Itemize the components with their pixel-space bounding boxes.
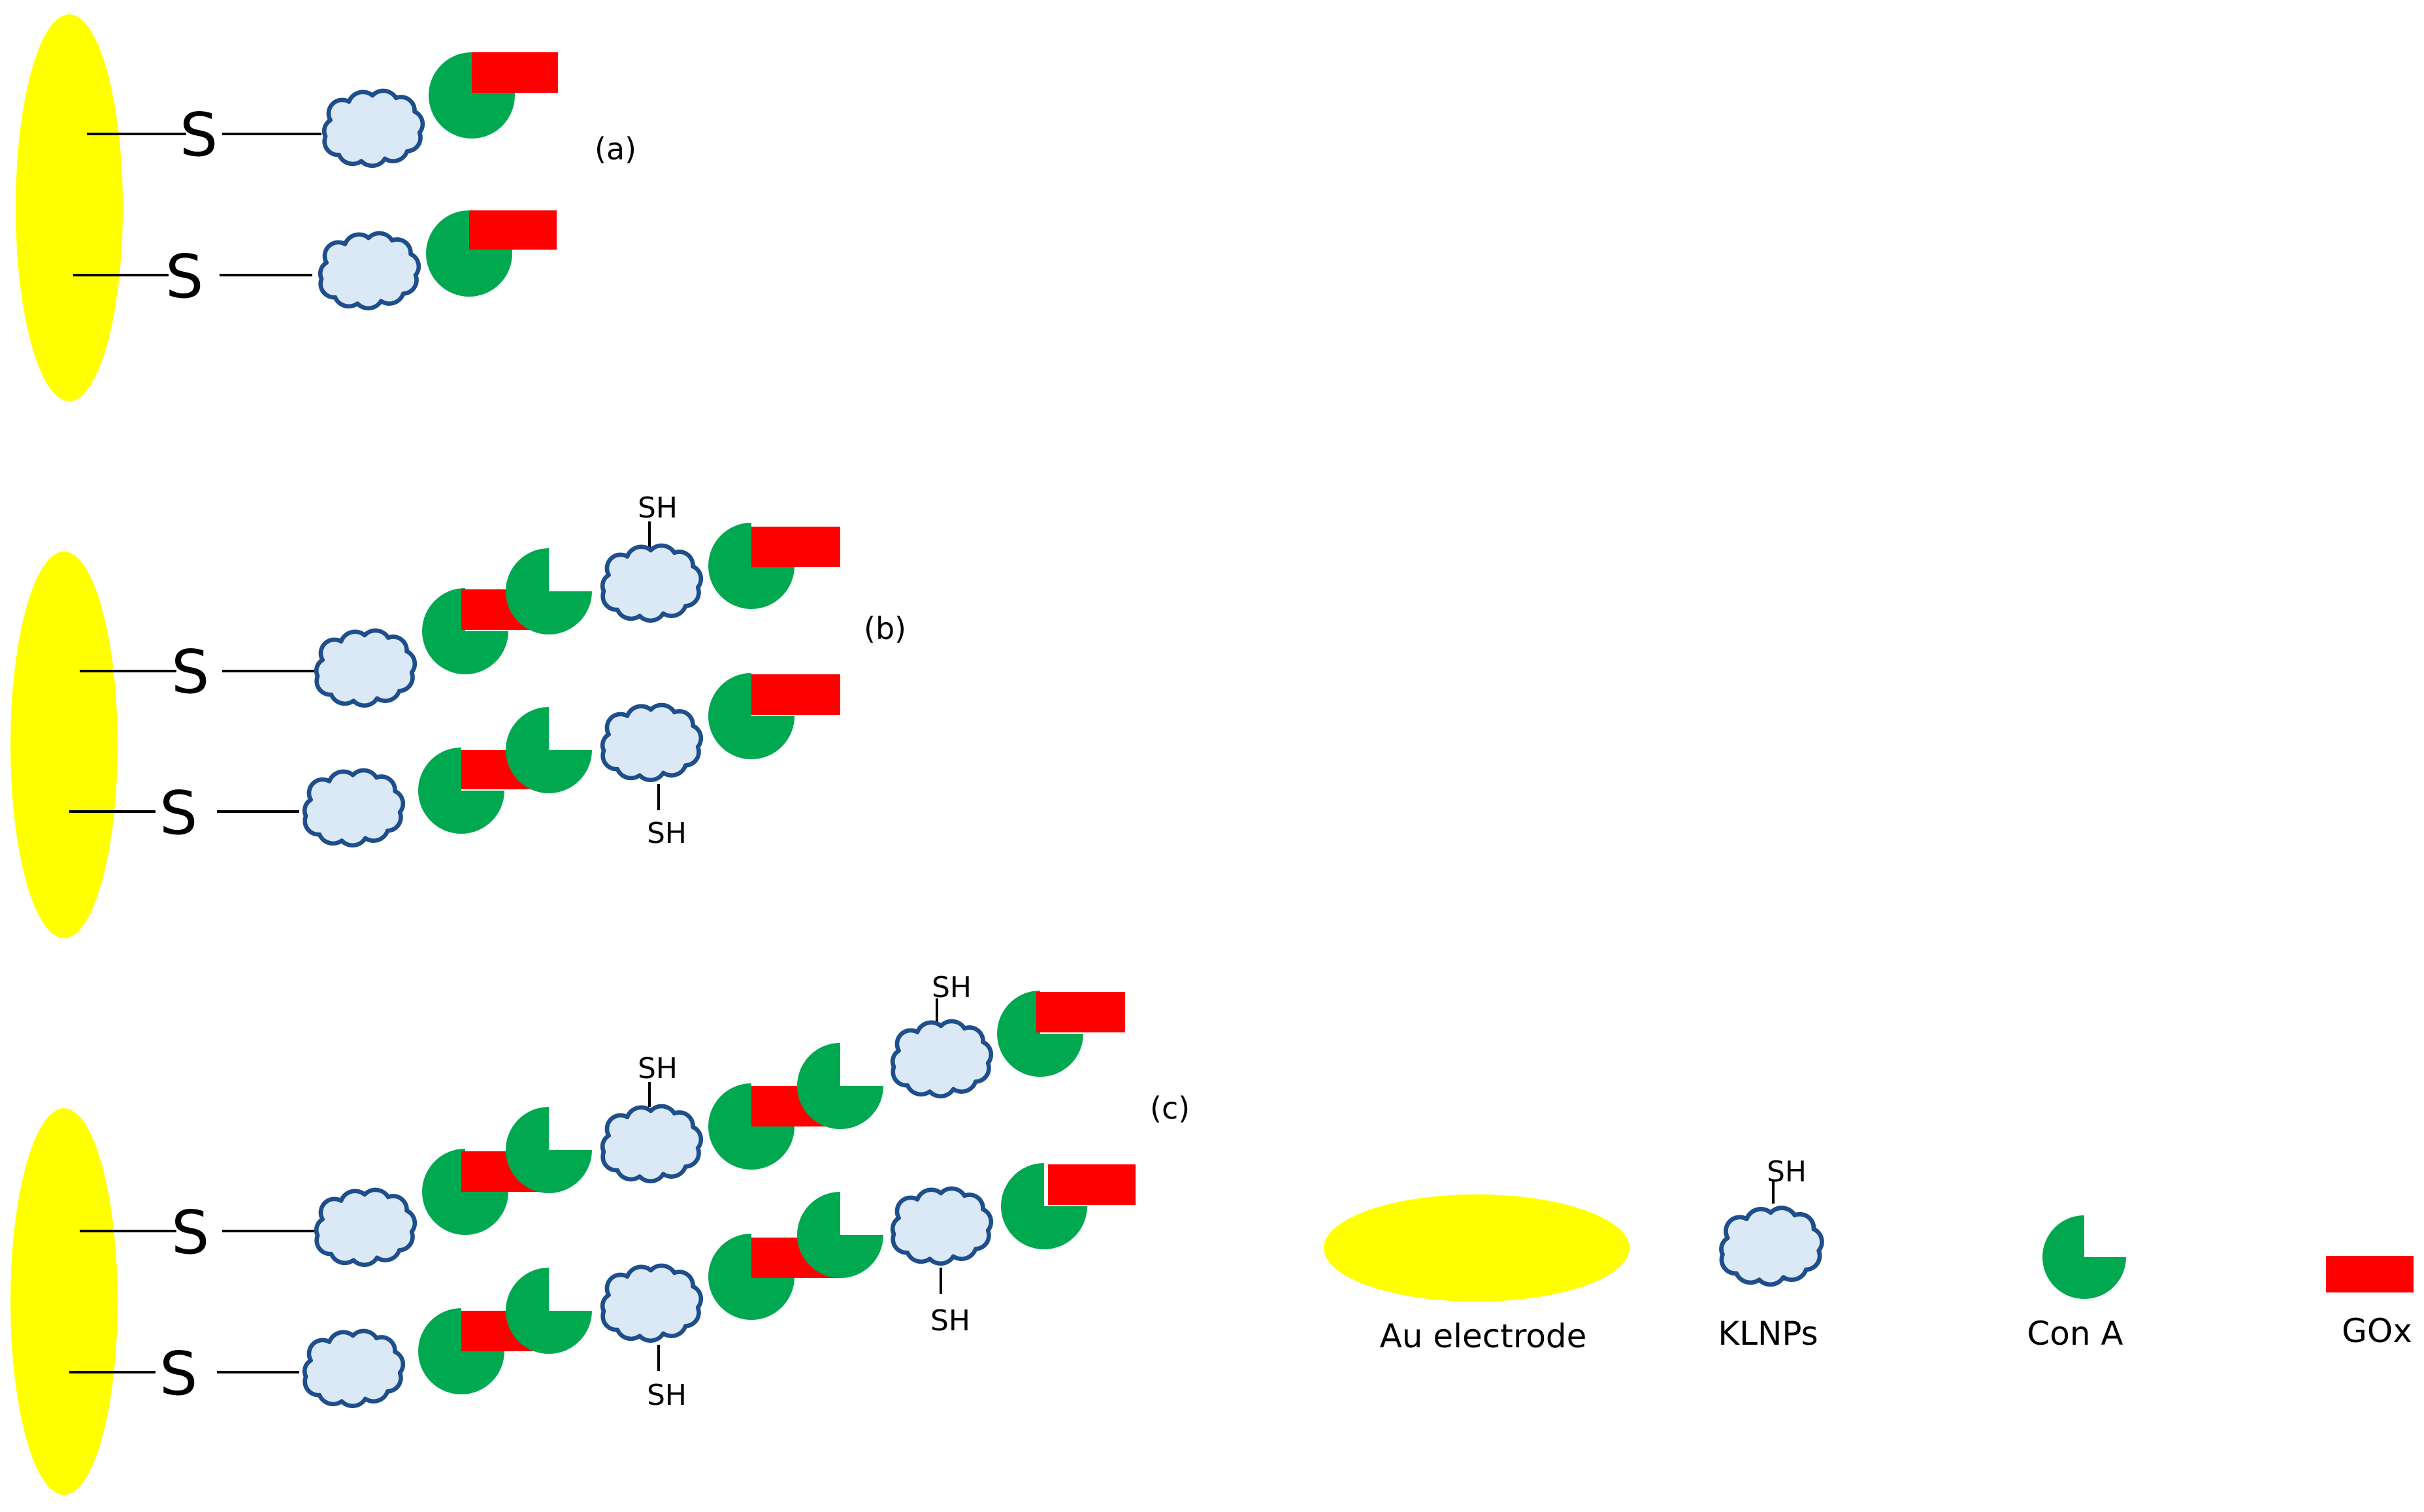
klnp-particle — [320, 233, 419, 308]
strand: S SH — [69, 673, 840, 850]
thiol-label: SH — [930, 1304, 970, 1338]
legend-item-gox: GOx — [2326, 1256, 2414, 1350]
legend-klnp-thiol: SH — [1767, 1155, 1807, 1189]
legend-au-swatch — [1324, 1194, 1630, 1302]
legend-klnp-label: KLNPs — [1718, 1315, 1818, 1353]
con-a — [797, 1043, 883, 1129]
klnp-particle — [893, 1021, 991, 1096]
legend-item-cona: Con A — [2027, 1215, 2126, 1353]
gox-block — [472, 52, 558, 93]
con-a — [422, 588, 508, 674]
thiol-label: SH — [638, 491, 678, 525]
klnp-particle — [304, 770, 403, 846]
legend: Au electrode SH KLNPs Con A GOx — [1324, 1155, 2414, 1355]
thiol-label: SH — [638, 1052, 678, 1085]
au-electrode — [16, 14, 123, 401]
strand: S SH SH — [69, 1163, 1136, 1412]
legend-klnp-swatch — [1722, 1208, 1822, 1285]
thiol-label: SH — [932, 971, 972, 1004]
con-a — [506, 548, 592, 634]
au-electrode — [10, 1108, 118, 1495]
thiol-label: SH — [647, 817, 687, 850]
con-a — [506, 707, 592, 793]
legend-cona-swatch — [2042, 1215, 2126, 1299]
con-a — [506, 1268, 592, 1354]
klnp-particle — [602, 546, 701, 621]
gox-block — [1036, 992, 1125, 1032]
con-a — [418, 748, 504, 834]
sulfur-label: S — [159, 778, 197, 848]
sulfur-label: S — [180, 100, 218, 170]
klnp-particle — [893, 1189, 991, 1264]
sulfur-label: S — [159, 1339, 197, 1409]
legend-gox-swatch — [2326, 1256, 2414, 1292]
legend-item-klnp: SH KLNPs — [1718, 1155, 1822, 1353]
con-a — [708, 673, 794, 759]
strand: S — [73, 210, 557, 312]
gox-block — [1048, 1164, 1136, 1205]
con-a — [997, 991, 1083, 1077]
legend-item-au: Au electrode — [1324, 1194, 1630, 1355]
gox-block — [751, 674, 840, 715]
con-a — [506, 1107, 592, 1193]
klnp-particle — [316, 631, 415, 706]
panel-a: S S (a) — [16, 14, 636, 401]
klnp-particle — [602, 705, 701, 780]
legend-au-label: Au electrode — [1380, 1317, 1587, 1355]
klnp-particle — [324, 91, 423, 166]
strand: S SH SH — [80, 971, 1125, 1268]
klnp-particle — [316, 1190, 415, 1265]
legend-gox-label: GOx — [2342, 1312, 2412, 1350]
panel-a-label: (a) — [595, 131, 636, 167]
con-a — [797, 1192, 883, 1278]
strand: S SH — [80, 491, 840, 707]
sulfur-label: S — [171, 637, 209, 707]
sulfur-label: S — [165, 242, 203, 312]
klnp-particle — [602, 1266, 701, 1341]
legend-cona-label: Con A — [2027, 1315, 2123, 1353]
gox-block — [469, 210, 557, 250]
panel-c: S SH SH S — [10, 971, 1190, 1495]
con-a — [1001, 1163, 1087, 1249]
au-electrode — [10, 551, 118, 938]
thiol-label: SH — [647, 1379, 687, 1412]
sulfur-label: S — [171, 1198, 209, 1268]
panel-b-label: (b) — [864, 611, 906, 646]
panel-c-label: (c) — [1150, 1091, 1190, 1126]
gox-block — [751, 527, 840, 567]
strand: S — [87, 52, 558, 170]
klnp-particle — [602, 1106, 701, 1181]
panel-b: S SH S SH (b) — [10, 491, 906, 938]
klnp-particle — [304, 1331, 403, 1406]
